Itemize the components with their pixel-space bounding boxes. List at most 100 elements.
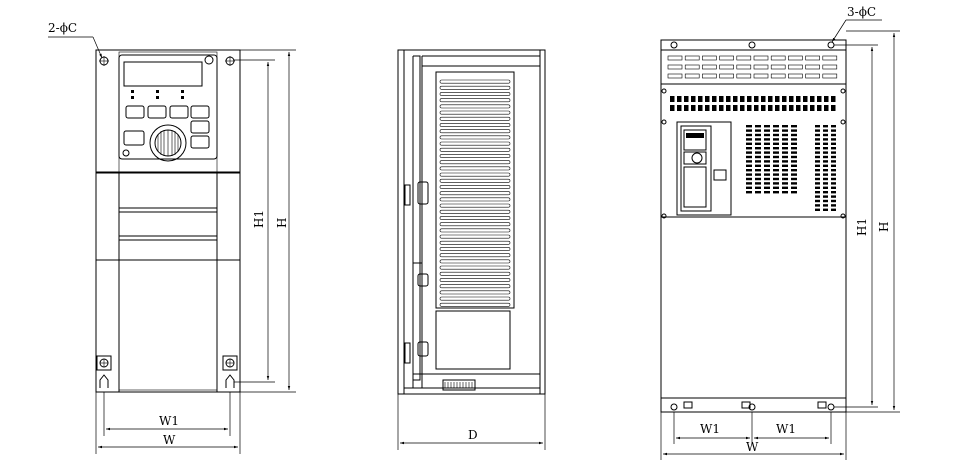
louvre-slot <box>439 160 511 165</box>
top-slot <box>667 55 683 61</box>
grid-vent <box>746 160 752 163</box>
mid-vent <box>705 105 710 111</box>
grid-vent <box>755 186 761 189</box>
grid-vent <box>791 164 797 167</box>
louvre-slot <box>439 178 511 183</box>
grid-vent <box>764 186 770 189</box>
grid-vent <box>755 125 761 128</box>
grid-vent <box>746 173 752 176</box>
mid-vent <box>691 105 696 111</box>
grid-vent <box>823 155 828 159</box>
grid-vent <box>755 151 761 154</box>
mid-vent <box>775 96 780 102</box>
large-hole-bottom-right <box>827 403 835 411</box>
grid-vent <box>755 133 761 137</box>
louvre-slot <box>439 135 511 140</box>
mounting-hole-top-right <box>225 56 235 66</box>
front-holes-label: 2-ϕC <box>48 21 77 35</box>
mid-vent <box>831 96 836 102</box>
grid-vent <box>764 169 770 172</box>
grid-vent <box>782 177 788 181</box>
louvre-slot <box>439 259 511 264</box>
mid-vent <box>817 96 822 102</box>
top-slot <box>736 73 752 79</box>
louvre-slot <box>439 209 511 214</box>
mid-vent <box>691 96 696 102</box>
grid-vent <box>831 138 836 141</box>
grid-vent <box>782 151 788 154</box>
large-hole-bottom-center <box>748 403 756 411</box>
louvre-slot <box>439 123 511 127</box>
grid-vent <box>815 177 820 181</box>
grid-vent <box>791 125 797 128</box>
grid-vent <box>746 164 752 167</box>
mid-vent <box>831 105 836 111</box>
grid-vent <box>782 164 788 167</box>
mounting-hole-top-left <box>99 56 109 66</box>
grid-vent <box>823 191 828 194</box>
louvre-slot <box>439 222 511 227</box>
grid-vent <box>746 177 752 181</box>
louvre-slot <box>439 228 511 233</box>
top-slot <box>684 64 700 70</box>
top-slot <box>719 73 734 79</box>
grid-vent <box>782 138 788 141</box>
grid-vent <box>746 138 752 141</box>
louvre-slot <box>439 104 511 109</box>
louvre-slot <box>439 166 511 171</box>
mid-vent <box>824 105 829 111</box>
mid-vent <box>684 96 689 102</box>
grid-vent <box>755 169 761 172</box>
mid-vent <box>796 105 801 111</box>
mid-vent <box>740 96 745 102</box>
mid-vent <box>754 96 759 102</box>
grid-vent <box>831 142 836 145</box>
grid-vent <box>791 173 797 176</box>
grid-vent <box>764 142 770 145</box>
grid-vent <box>815 160 820 163</box>
grid-vent <box>791 147 797 150</box>
grid-vent <box>831 195 836 198</box>
grid-vent <box>773 169 779 172</box>
grid-vent <box>746 142 752 145</box>
mid-vent <box>726 105 731 111</box>
mid-vent <box>803 105 808 111</box>
grid-vent <box>791 138 797 141</box>
top-slot <box>667 73 683 79</box>
grid-vent <box>782 155 788 159</box>
grid-vent <box>791 182 797 185</box>
grid-vent <box>764 129 770 132</box>
grid-vent <box>764 151 770 154</box>
top-slot <box>702 64 717 70</box>
grid-vent <box>764 182 770 185</box>
mid-vent <box>726 96 731 102</box>
top-slot <box>719 55 734 61</box>
louvre-slot <box>439 284 511 289</box>
grid-vent <box>815 129 820 132</box>
grid-vent <box>773 151 779 154</box>
middle-vent-bars <box>670 96 836 111</box>
grid-vent <box>782 125 788 128</box>
large-hole-bottom-left <box>670 403 678 411</box>
side-louvre-grille <box>439 79 511 307</box>
grid-vent <box>782 191 788 194</box>
grid-vent <box>755 173 761 176</box>
louvre-slot <box>439 216 511 220</box>
grid-vent <box>831 129 836 132</box>
mid-vent <box>677 105 682 111</box>
top-slot <box>805 73 820 79</box>
grid-vent <box>782 160 788 163</box>
grid-vent <box>773 160 779 163</box>
grid-vent <box>823 199 828 203</box>
grid-vent <box>782 182 788 185</box>
grid-vent <box>815 125 820 128</box>
mounting-hole-bottom-right <box>222 355 238 388</box>
large-w1-right-label: W1 <box>776 422 796 436</box>
grid-vent <box>823 204 828 207</box>
grid-vent <box>823 164 828 167</box>
front-view-large-unit: 3-ϕC H1 H W1 W1 W <box>660 5 900 460</box>
mid-vent <box>670 96 675 102</box>
louvre-slot <box>439 247 511 251</box>
grid-vent <box>823 129 828 132</box>
grid-vent <box>764 164 770 167</box>
